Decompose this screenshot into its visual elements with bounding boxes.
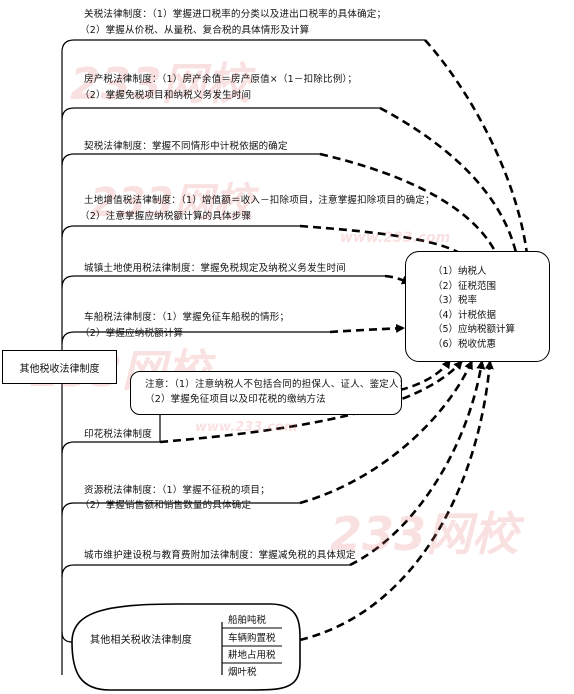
element-item: （5）应纳税额计算 [433, 324, 516, 336]
stamp-note-line-2: （2）掌握免征项目以及印花税的缴纳方法 [145, 394, 326, 405]
tax-elements-box: （1）纳税人 （2）征税范围 （3）税率 （4）计税依据 （5）应纳税额计算 （… [405, 251, 550, 362]
arrow-urban-land [384, 274, 411, 285]
connector-land-vat [61, 225, 300, 239]
stamp-note-box: 注意：（1）注意纳税人不包括合同的担保人、证人、鉴定人； （2）掌握免征项目以及… [130, 371, 408, 415]
vessel-line-2: （2）掌握应纳税额计算 [80, 328, 184, 339]
urban-maint-line-1: 城市维护建设税与教育费附加法律制度：掌握减免税的具体规定 [84, 550, 356, 561]
connector-vessel [61, 331, 330, 345]
arrow-land-vat [299, 224, 472, 263]
connector-deed [61, 153, 320, 167]
connector-other-related [61, 631, 73, 643]
tariff-line-1: 关税法律制度：（1）掌握进口税率的分类以及进出口税率的具体确定； [84, 9, 387, 20]
arrow-vessel [329, 323, 405, 334]
resource-line-2: （2）掌握销售额和销售数量的具体确定 [80, 500, 252, 511]
tax-elements-list: （1）纳税人 （2）征税范围 （3）税率 （4）计税依据 （5）应纳税额计算 （… [433, 265, 515, 353]
other-related-item: 船舶吨税 [228, 615, 267, 626]
branch-connectors [61, 39, 425, 675]
connector-property [61, 107, 380, 121]
other-related-item: 烟叶税 [228, 667, 257, 678]
stamp-line-1: 印花税法律制度 [84, 429, 152, 440]
arrow-property [379, 106, 522, 263]
tariff-line-2: （2）掌握从价税、从量税、复合税的具体情形及计算 [80, 25, 310, 36]
deed-line-1: 契税法律制度：掌握不同情形中计税依据的确定 [84, 141, 288, 152]
resource-line-1: 资源税法律制度：（1）掌握不征税的项目； [84, 485, 270, 496]
property-line-1: 房产税法律制度：（1）房产余值＝房产原值×（1－扣除比例）； [84, 74, 358, 85]
arrow-deed [319, 152, 502, 263]
element-item: （1）纳税人 [433, 266, 487, 277]
element-item: （4）计税依据 [433, 309, 497, 321]
land-vat-line-2: （2）注意掌握应纳税额计算的具体步骤 [80, 211, 252, 222]
arrow-stamp [159, 360, 463, 444]
element-item: （6）税收优惠 [433, 338, 497, 350]
element-item: （3）税率 [433, 295, 478, 307]
element-item: （2）征税范围 [433, 280, 497, 292]
other-related-frame [71, 603, 301, 691]
other-related-item: 耕地占用税 [228, 650, 276, 661]
connector-urban-maint [61, 564, 350, 578]
arrow-tariff [424, 39, 532, 264]
connector-stamp-branch [61, 441, 160, 455]
dashed-arrows [159, 39, 532, 642]
vessel-line-1: 车船税法律制度：（1）掌握免征车船税的情形； [84, 312, 290, 323]
property-line-2: （2）掌握免税项目和纳税义务发生时间 [80, 90, 252, 101]
land-vat-line-1: 土地增值税法律制度：（1）增值额＝收入－扣除项目，注意掌握扣除项目的确定； [84, 195, 435, 206]
arrow-resource [299, 360, 474, 505]
other-related-label: 其他相关税收法律制度 [90, 635, 192, 646]
stamp-note-line-1: 注意：（1）注意纳税人不包括合同的担保人、证人、鉴定人； [145, 379, 409, 390]
connector-urban-land [61, 275, 385, 289]
arrow-urban-maint [349, 360, 486, 567]
arrow-note [399, 359, 452, 392]
urban-land-line-1: 城镇土地使用税法律制度：掌握免税规定及纳税义务发生时间 [84, 263, 346, 274]
connector-resource [61, 502, 300, 516]
connector-tariff [61, 39, 425, 350]
root-node: 其他税收法律制度 [2, 350, 117, 384]
root-label: 其他税收法律制度 [19, 363, 100, 375]
other-related-item: 车辆购置税 [228, 633, 276, 644]
